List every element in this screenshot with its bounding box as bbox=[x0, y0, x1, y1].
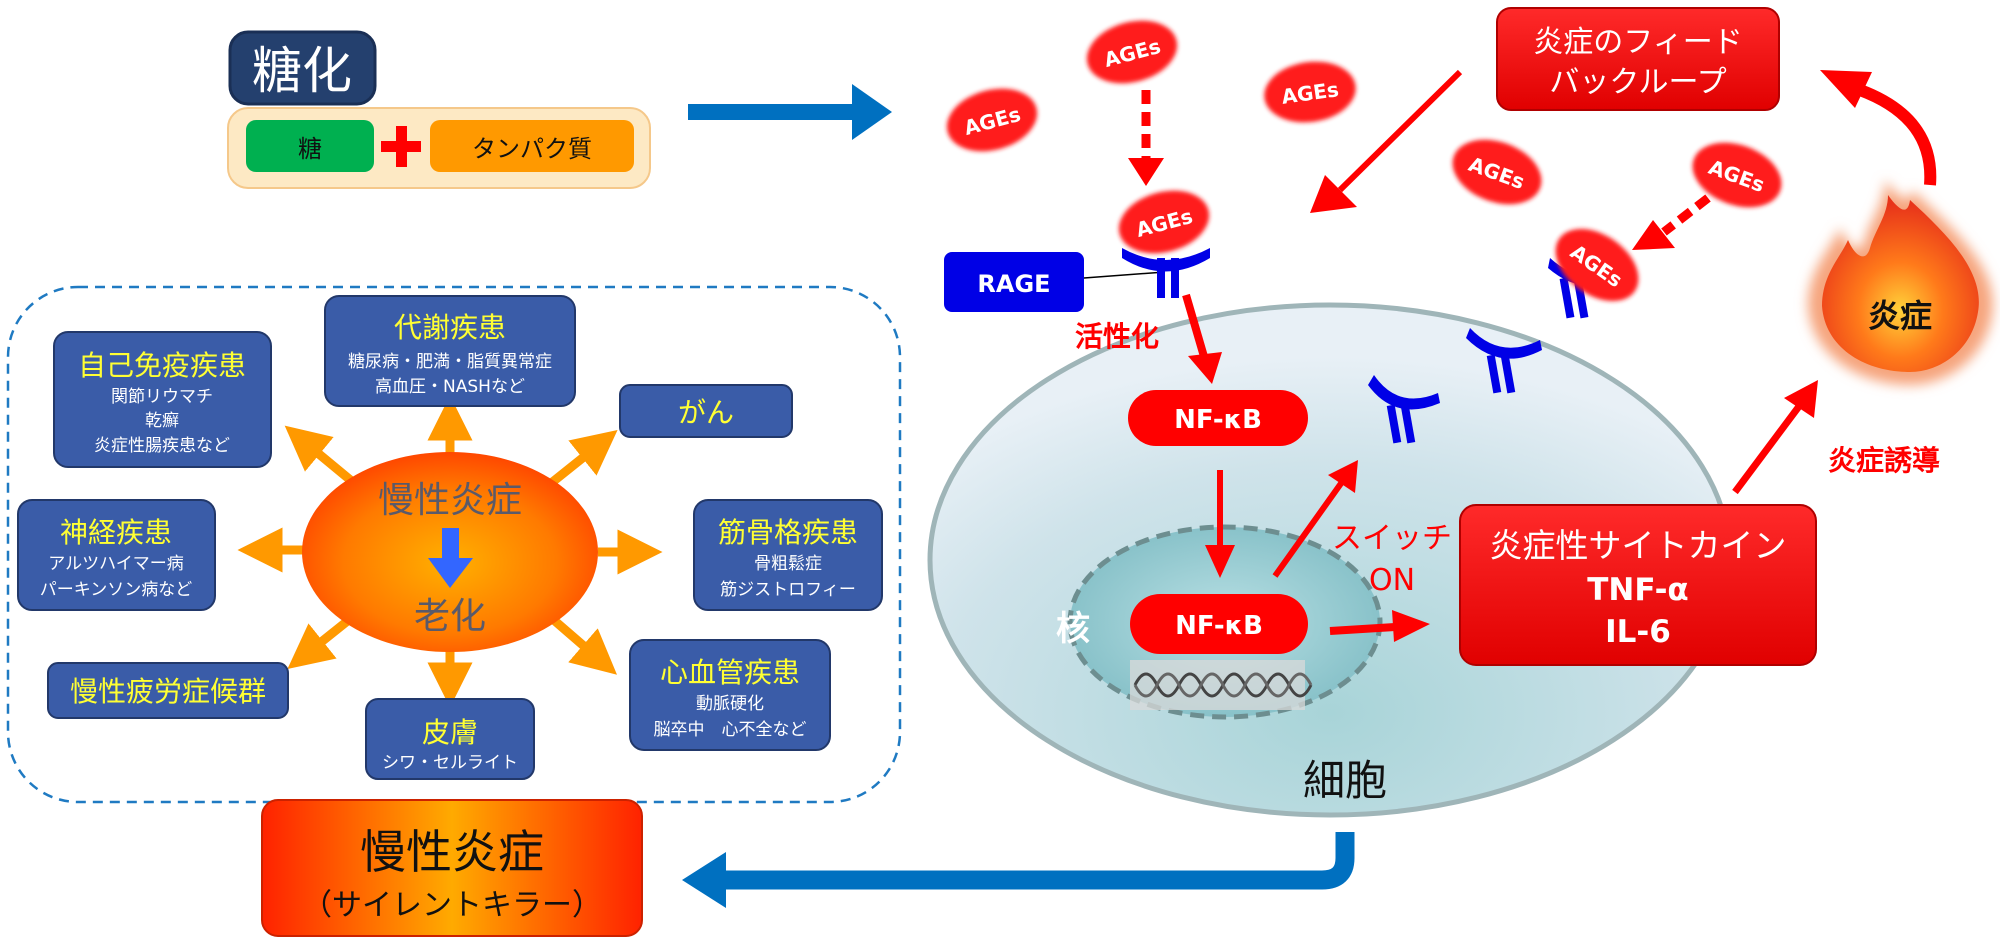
fire-icon: 炎症 bbox=[1808, 180, 1993, 385]
oval-bottom-label: 老化 bbox=[414, 596, 486, 637]
translocation-arrow bbox=[1205, 470, 1235, 578]
label-text: 代謝疾患 bbox=[394, 311, 506, 344]
label-text: シワ・セルライト bbox=[382, 753, 518, 773]
label-text: 糖尿病・肥満・脂質異常症 bbox=[348, 352, 552, 372]
ages-blob-2: AGEs bbox=[946, 88, 1038, 152]
glycation-title: 糖化 bbox=[252, 42, 352, 100]
arrow-to-cancer bbox=[542, 429, 618, 492]
sugar-label: 糖 bbox=[298, 135, 322, 163]
label-text: 慢性炎症 bbox=[360, 825, 544, 879]
label-text: 筋骨格疾患 bbox=[718, 516, 858, 549]
sugar-box bbox=[246, 120, 374, 172]
blue-arrow-right-icon bbox=[688, 84, 892, 140]
switch-label-1: スイッチ bbox=[1332, 521, 1452, 556]
ages-blob-4: AGEs bbox=[1452, 139, 1542, 205]
cytokine-box: 炎症性サイトカイン TNF-α IL-6 bbox=[1459, 504, 1817, 666]
fire-label: 炎症 bbox=[1868, 297, 1932, 335]
label-text: RAGE bbox=[977, 270, 1050, 298]
nfkb-nucleus-pill: NF-κB bbox=[1130, 594, 1308, 654]
label-text: 乾癬 bbox=[145, 411, 179, 431]
rage-receptor-4 bbox=[1368, 375, 1440, 444]
label-text: 動脈硬化 bbox=[696, 694, 764, 714]
ages-blob-3: AGEs bbox=[1264, 61, 1356, 123]
label-text: パーキンソン病など bbox=[40, 580, 193, 600]
label-text: IL-6 bbox=[1605, 614, 1671, 650]
induction-arrow bbox=[1732, 380, 1818, 495]
glycation-section: 糖化 糖 タンパク質 bbox=[227, 30, 651, 189]
orange-arrows bbox=[237, 395, 663, 708]
label-text: 高血圧・NASHなど bbox=[375, 377, 525, 397]
protein-label: タンパク質 bbox=[472, 135, 592, 163]
arrow-to-cardio bbox=[545, 611, 618, 675]
label-text: 神経疾患 bbox=[60, 516, 172, 549]
nfkb-cytoplasm-pill: NF-κB bbox=[1128, 390, 1308, 446]
disease-chronic-fatigue: 慢性疲労症候群 bbox=[47, 662, 289, 719]
blue-arrow-down-icon bbox=[428, 528, 473, 588]
induction-label: 炎症誘導 bbox=[1828, 444, 1940, 477]
ages-blob-bound-1: AGEs bbox=[1118, 190, 1210, 254]
chronic-inflammation-oval: 慢性炎症 老化 bbox=[302, 452, 598, 652]
cell-label: 細胞 bbox=[1303, 756, 1387, 805]
label-text: TNF-α bbox=[1587, 572, 1688, 608]
dashed-arrow-ages-to-receptor-2 bbox=[1632, 194, 1711, 250]
rage-receptor-3 bbox=[1466, 328, 1542, 394]
disease-cancer: がん bbox=[619, 384, 793, 438]
switch-on-arrow-up bbox=[1272, 460, 1358, 578]
dashed-arrow-ages-to-receptor-1 bbox=[1128, 90, 1164, 186]
label-text: バックループ bbox=[1549, 65, 1726, 100]
disease-cardiovascular: 心血管疾患 動脈硬化 脳卒中 心不全など bbox=[629, 639, 831, 751]
label-text: アルツハイマー病 bbox=[48, 554, 184, 574]
activation-label: 活性化 bbox=[1075, 320, 1159, 353]
cytokine-arrow bbox=[1329, 610, 1430, 642]
ages-blob-5: AGEs bbox=[1692, 142, 1782, 208]
label-text: NF-κB bbox=[1174, 405, 1262, 435]
ages-blob-1: AGEs bbox=[1086, 20, 1178, 84]
chronic-inflammation-box: 慢性炎症 （サイレントキラー） bbox=[261, 799, 643, 937]
activation-arrow bbox=[1182, 293, 1222, 384]
label-text: 炎症性サイトカイン bbox=[1490, 526, 1787, 565]
disease-skin: 皮膚 シワ・セルライト bbox=[365, 698, 535, 780]
feedback-arrow bbox=[1310, 69, 1463, 213]
disease-autoimmune: 自己免疫疾患 関節リウマチ 乾癬 炎症性腸疾患など bbox=[53, 331, 272, 468]
disease-musculoskeletal: 筋骨格疾患 骨粗鬆症 筋ジストロフィー bbox=[693, 499, 883, 611]
label-text: がん bbox=[678, 396, 734, 429]
label-text: 慢性疲労症候群 bbox=[70, 675, 266, 708]
rage-receptor-1 bbox=[1122, 248, 1210, 298]
label-text: 炎症性腸疾患など bbox=[94, 436, 230, 456]
disease-neuro: 神経疾患 アルツハイマー病 パーキンソン病など bbox=[17, 499, 216, 611]
label-text: 心血管疾患 bbox=[660, 656, 800, 689]
switch-label-2: ON bbox=[1369, 563, 1415, 598]
label-text: 脳卒中 心不全など bbox=[654, 720, 807, 740]
ages-blob-bound-2: AGEs bbox=[1555, 228, 1639, 302]
curved-arrow-fire-to-feedback bbox=[1820, 70, 1937, 186]
nucleus-label: 核 bbox=[1056, 609, 1090, 649]
protein-box bbox=[430, 120, 634, 172]
blue-return-arrow-icon bbox=[682, 832, 1355, 908]
label-text: NF-κB bbox=[1175, 611, 1263, 641]
glycation-title-badge bbox=[228, 30, 377, 106]
label-text: 皮膚 bbox=[422, 716, 478, 749]
label-text: 筋ジストロフィー bbox=[720, 580, 856, 600]
label-text: 自己免疫疾患 bbox=[78, 349, 246, 382]
label-text: （サイレントキラー） bbox=[302, 888, 602, 923]
label-text: 関節リウマチ bbox=[111, 387, 213, 407]
oval-top-label: 慢性炎症 bbox=[378, 480, 522, 521]
dna-icon bbox=[1130, 660, 1313, 710]
rage-label-box: RAGE bbox=[944, 252, 1166, 312]
label-text: 骨粗鬆症 bbox=[754, 553, 822, 574]
feedback-loop-box: 炎症のフィード バックループ bbox=[1496, 7, 1780, 111]
label-text: 炎症のフィード bbox=[1533, 25, 1742, 60]
plus-icon bbox=[381, 126, 421, 167]
disease-metabolic: 代謝疾患 糖尿病・肥満・脂質異常症 高血圧・NASHなど bbox=[324, 295, 576, 407]
